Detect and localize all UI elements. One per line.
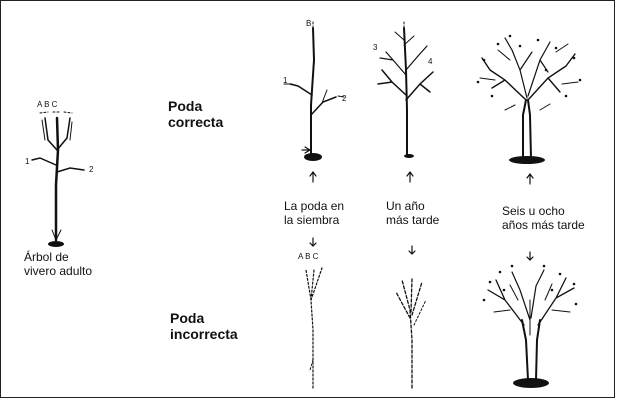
marker-2-nursery: 2 — [89, 165, 94, 174]
marker-3-oneyear: 3 — [373, 43, 378, 52]
caption-six-eight-years: Seis u ocho años más tarde — [502, 204, 585, 232]
section-heading-correct: Poda correcta — [168, 98, 224, 130]
ground-mounds — [48, 153, 549, 388]
correct-one-year-tree-drawing — [377, 21, 434, 156]
nursery-tree-drawing — [31, 111, 85, 242]
marker-abc-incorrect: A B C — [298, 252, 319, 261]
marker-2-correct: 2 — [342, 94, 347, 103]
incorrect-planting-tree-drawing — [305, 267, 323, 389]
caption-planting-pruning: La poda en la siembra — [284, 199, 345, 227]
incorrect-one-year-tree-drawing — [395, 277, 427, 389]
caption-one-year-later: Un año más tarde — [386, 199, 440, 227]
incorrect-mature-tree-drawing — [487, 269, 575, 381]
marker-abc-nursery: A B C — [37, 100, 58, 109]
marker-1-correct: 1 — [283, 76, 288, 85]
caption-nursery-tree: Árbol de vivero adulto — [24, 250, 93, 278]
flow-arrows — [301, 146, 534, 261]
marker-4-oneyear: 4 — [428, 57, 433, 66]
correct-mature-tree-drawing — [479, 37, 579, 159]
section-heading-incorrect: Poda incorrecta — [170, 310, 238, 342]
correct-planting-tree-drawing — [283, 21, 345, 156]
foliage-dots — [476, 34, 582, 306]
marker-b-correct: B — [306, 19, 312, 28]
marker-1-nursery: 1 — [25, 157, 30, 166]
